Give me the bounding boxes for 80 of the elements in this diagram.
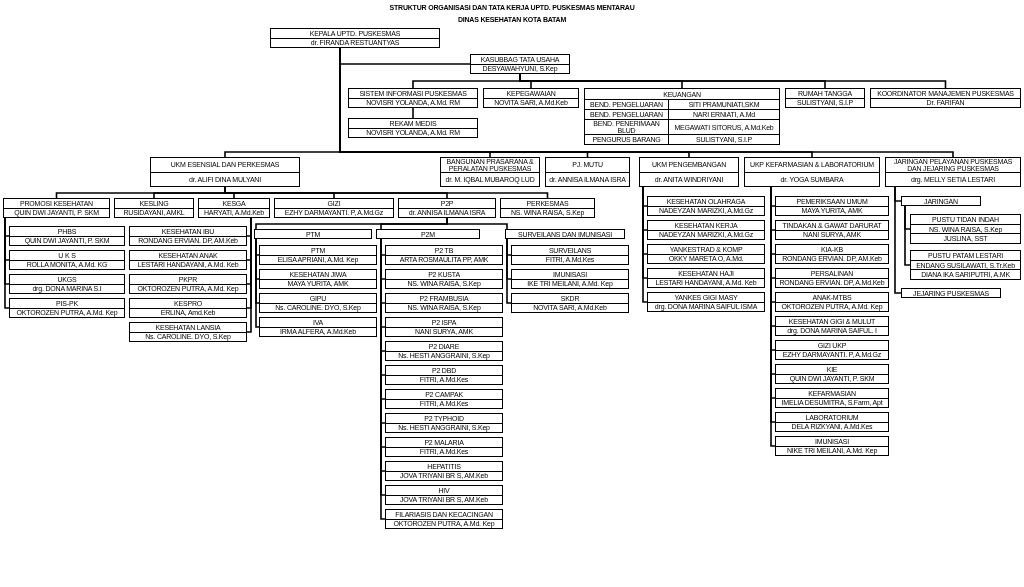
connector-line: [904, 205, 911, 266]
org-box: [910, 214, 1021, 244]
org-box: [785, 88, 865, 108]
org-box: [254, 229, 372, 239]
org-box: [775, 388, 889, 408]
org-box: [511, 293, 629, 313]
org-box: [639, 157, 739, 187]
org-box: [775, 412, 889, 432]
org-box: [385, 245, 503, 265]
org-box: [9, 274, 125, 294]
org-box: [385, 437, 503, 457]
connector-line: [255, 238, 260, 328]
org-box: [385, 413, 503, 433]
org-box: [647, 196, 765, 216]
org-box: [647, 292, 765, 312]
org-box: [198, 198, 270, 218]
org-box: [545, 157, 630, 187]
org-box: [885, 157, 1021, 187]
org-box: [129, 322, 247, 342]
org-box: [385, 509, 503, 529]
org-box: [647, 220, 765, 240]
org-box: [385, 293, 503, 313]
role-row: [585, 119, 779, 134]
connector-line: [894, 186, 902, 294]
connector-line: [339, 47, 589, 158]
connector-line: [412, 107, 414, 119]
org-box: [870, 88, 1021, 108]
org-box: [385, 341, 503, 361]
org-box: [9, 250, 125, 270]
org-box: [483, 88, 579, 108]
org-box: [775, 268, 889, 288]
org-box: [744, 157, 880, 187]
org-box: [440, 157, 540, 187]
org-box: [348, 118, 478, 138]
org-box: [259, 317, 377, 337]
org-box: [129, 250, 247, 270]
org-box: [385, 461, 503, 481]
org-box: [129, 226, 247, 246]
org-box: [3, 198, 110, 218]
org-box: [385, 365, 503, 385]
org-box: [129, 274, 247, 294]
org-box: [9, 226, 125, 246]
org-box: [150, 157, 300, 187]
org-box: [511, 245, 629, 265]
connector-line: [446, 217, 508, 230]
org-box: [901, 288, 1001, 298]
org-box: [775, 340, 889, 360]
org-box: [775, 364, 889, 384]
org-box: [775, 244, 889, 264]
org-box: [385, 389, 503, 409]
org-box: [505, 229, 625, 239]
org-box: [348, 88, 478, 108]
org-box: [385, 485, 503, 505]
org-box: [259, 269, 377, 289]
org-box: [775, 292, 889, 312]
org-box: [385, 317, 503, 337]
org-box: [274, 198, 394, 218]
connector-line: [506, 238, 512, 304]
org-box: [259, 293, 377, 313]
org-box: [270, 28, 440, 48]
org-box: [910, 250, 1021, 280]
org-box: [511, 269, 629, 289]
org-box: [376, 229, 480, 239]
org-box: [9, 298, 125, 318]
org-box: [500, 198, 595, 218]
org-box: [398, 198, 496, 218]
org-box: [775, 436, 889, 456]
org-box: [901, 196, 981, 206]
org-box: [129, 298, 247, 318]
org-box: [647, 268, 765, 288]
org-box: [114, 198, 194, 218]
org-box: [647, 244, 765, 264]
org-box: [259, 245, 377, 265]
org-box: [385, 269, 503, 289]
org-box: [775, 196, 889, 216]
org-box: [470, 54, 570, 74]
org-box: [775, 316, 889, 336]
org-box: [584, 88, 780, 145]
role-row: [585, 134, 779, 144]
org-box: [775, 220, 889, 240]
